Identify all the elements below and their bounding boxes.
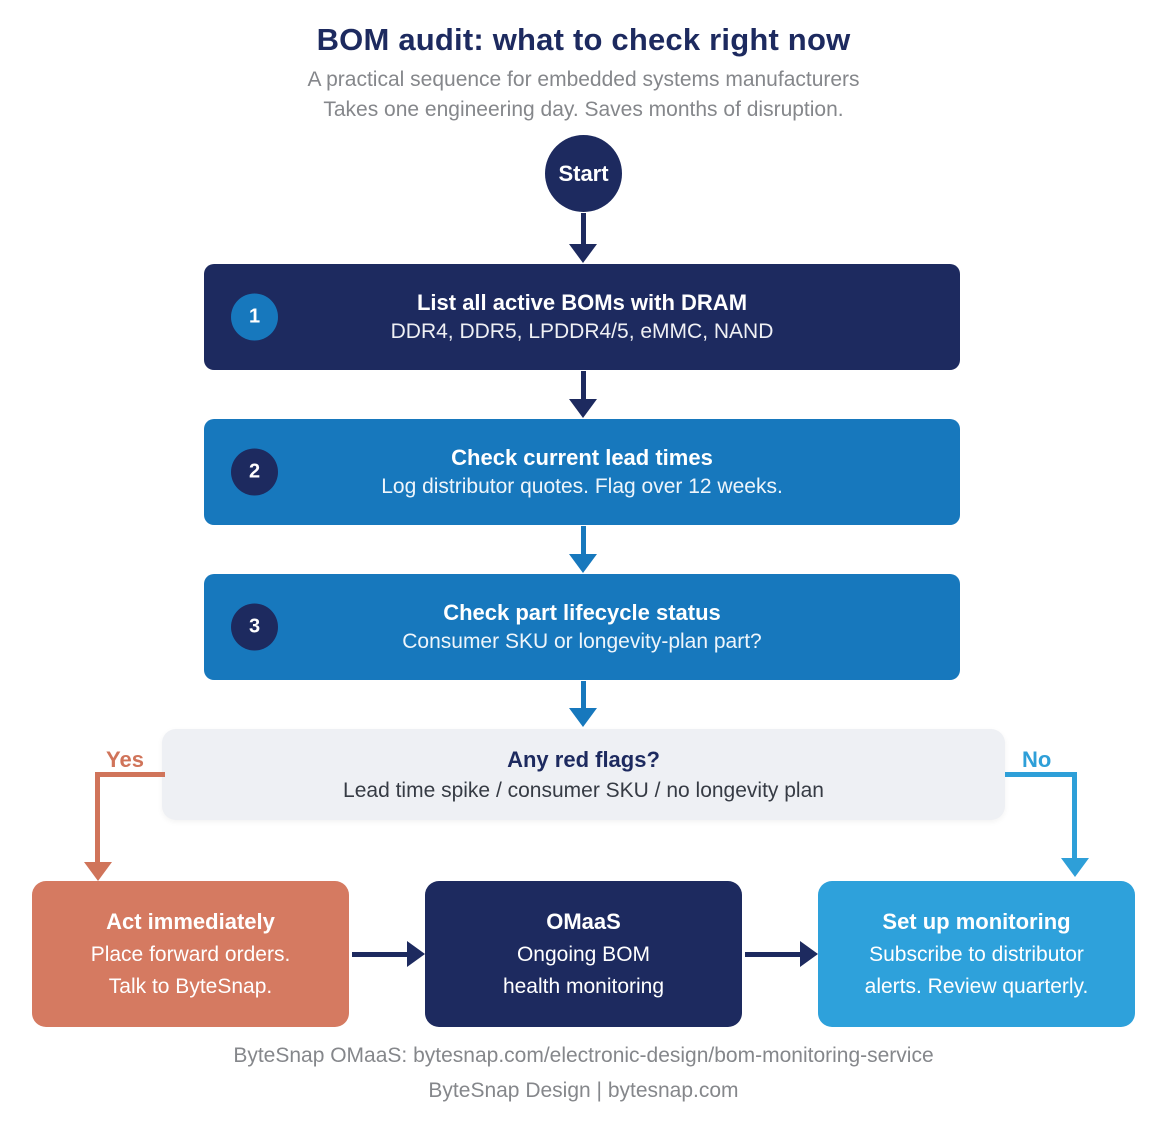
subtitle-line-2: Takes one engineering day. Saves months … (323, 98, 844, 121)
step-3-number-badge: 3 (231, 603, 278, 651)
step-box-2: 2 Check current lead times Log distribut… (204, 419, 960, 525)
arrow-head-right-icon (407, 941, 425, 967)
outcome-monitoring-title: Set up monitoring (882, 909, 1071, 935)
step-1-subtitle: DDR4, DDR5, LPDDR4/5, eMMC, NAND (390, 320, 774, 343)
step-2-number-badge: 2 (231, 448, 278, 496)
outcome-omaas-title: OMaaS (546, 909, 621, 935)
arrow-shaft (1072, 772, 1077, 860)
step-box-1: 1 List all active BOMs with DRAM DDR4, D… (204, 264, 960, 370)
arrow-head-right-icon (800, 941, 818, 967)
step-3-subtitle: Consumer SKU or longevity-plan part? (402, 630, 762, 653)
step-box-3: 3 Check part lifecycle status Consumer S… (204, 574, 960, 680)
outcome-omaas-line1: Ongoing BOM (516, 942, 651, 966)
step-2-title: Check current lead times (451, 445, 713, 470)
arrow-omaas-to-monitoring (745, 941, 818, 967)
start-label: Start (558, 160, 609, 186)
arrow-shaft (580, 371, 586, 401)
outcome-monitoring-line2: alerts. Review quarterly. (864, 974, 1089, 998)
decision-box: Any red flags? Lead time spike / consume… (162, 729, 1005, 820)
arrow-shaft (580, 681, 586, 710)
arrow-shaft (95, 772, 165, 777)
arrow-head-down-icon (569, 708, 597, 727)
arrow-shaft (352, 951, 409, 957)
step-2-subtitle: Log distributor quotes. Flag over 12 wee… (381, 475, 783, 498)
outcome-act-title: Act immediately (106, 909, 275, 935)
arrow-head-down-icon (569, 244, 597, 263)
arrow-shaft (580, 526, 586, 556)
outcome-box-set-up-monitoring: Set up monitoring Subscribe to distribut… (818, 881, 1135, 1027)
arrow-start-to-step1 (568, 213, 598, 263)
start-node: Start (545, 135, 622, 212)
arrow-shaft (1005, 772, 1077, 777)
arrow-step3-to-decision (568, 681, 598, 727)
arrow-shaft (95, 772, 100, 864)
arrow-step2-to-step3 (568, 526, 598, 573)
arrow-head-down-icon (1060, 858, 1089, 877)
outcome-act-line2: Talk to ByteSnap. (108, 974, 273, 998)
arrow-step1-to-step2 (568, 371, 598, 418)
outcome-box-omaas: OMaaS Ongoing BOM health monitoring (425, 881, 742, 1027)
step-1-title: List all active BOMs with DRAM (416, 290, 748, 315)
arrow-yes-branch (83, 772, 165, 882)
subtitle-line-1: A practical sequence for embedded system… (307, 68, 860, 91)
outcome-box-act-immediately: Act immediately Place forward orders. Ta… (32, 881, 349, 1027)
arrow-act-to-omaas (352, 941, 425, 967)
arrow-head-down-icon (569, 554, 597, 573)
footer-service-url: ByteSnap OMaaS: bytesnap.com/electronic-… (233, 1044, 934, 1067)
decision-subtitle: Lead time spike / consumer SKU / no long… (343, 778, 824, 802)
page-title: BOM audit: what to check right now (316, 22, 851, 57)
no-branch-label: No (1022, 747, 1052, 772)
step-1-number-badge: 1 (231, 293, 278, 341)
footer-company: ByteSnap Design | bytesnap.com (428, 1079, 739, 1102)
outcome-act-line1: Place forward orders. (90, 942, 291, 966)
outcome-monitoring-line1: Subscribe to distributor (869, 942, 1084, 966)
step-3-title: Check part lifecycle status (443, 600, 721, 625)
arrow-head-down-icon (569, 399, 597, 418)
arrow-shaft (745, 951, 802, 957)
arrow-head-down-icon (83, 862, 112, 881)
arrow-shaft (580, 213, 586, 246)
outcome-omaas-line2: health monitoring (502, 974, 665, 998)
yes-branch-label: Yes (106, 747, 144, 772)
decision-title: Any red flags? (507, 746, 660, 772)
arrow-no-branch (1005, 772, 1089, 877)
